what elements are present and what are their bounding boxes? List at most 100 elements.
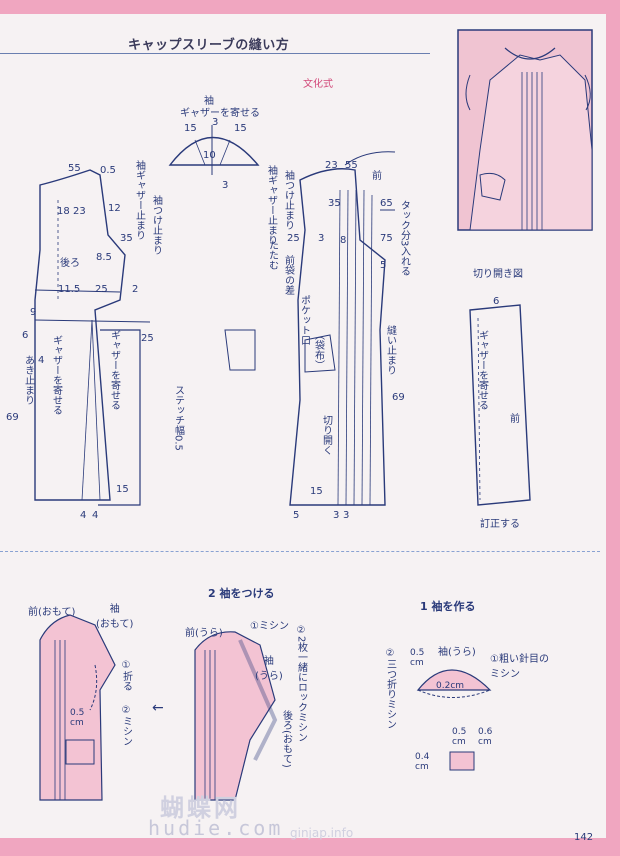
machine-1-label: ①ミシン bbox=[250, 621, 289, 632]
dim-35: 35 bbox=[328, 198, 341, 209]
dim-25: 25 bbox=[95, 284, 108, 295]
dim-04cm: 0.4 cm bbox=[415, 752, 430, 772]
sleeve-stop-left: 袖つけ止まり bbox=[150, 195, 162, 255]
dim-3: 3 bbox=[212, 117, 219, 128]
step1-title: 1 袖を作る bbox=[420, 600, 476, 613]
title-rule bbox=[0, 53, 430, 54]
bottom-pink-border bbox=[0, 838, 620, 856]
cut-open-label: 切り開く bbox=[320, 415, 332, 455]
dim-3: 3 bbox=[343, 510, 350, 521]
right-pink-border bbox=[606, 0, 620, 856]
dim-05cm-mid: 0.5 cm bbox=[410, 648, 425, 668]
front-outer-label: 前(おもて) bbox=[28, 607, 76, 618]
page-title: キャップスリーブの縫い方 bbox=[128, 38, 290, 53]
dress-illustration-body bbox=[469, 54, 593, 231]
dim-18: 18 bbox=[57, 206, 70, 217]
opening-stop: あき止まり bbox=[22, 355, 34, 405]
dim-4: 4 bbox=[38, 355, 45, 366]
stitch-width: ステッチ幅0.5 bbox=[172, 385, 184, 451]
sleeve-outer-label: 袖 (おもて) bbox=[96, 604, 134, 630]
back-bodice-pattern bbox=[34, 169, 126, 501]
tuck-label: タック分3入れる bbox=[398, 200, 410, 277]
dress-tucks bbox=[521, 72, 543, 230]
watermark-jp: ginjap.info bbox=[290, 826, 354, 840]
dim-3: 3 bbox=[318, 233, 325, 244]
dim-35: 35 bbox=[120, 233, 133, 244]
dim-3: 3 bbox=[222, 180, 229, 191]
dress-neckline bbox=[504, 47, 556, 60]
gather-slash-label: ギャザーを寄せる bbox=[476, 330, 488, 410]
section-divider bbox=[0, 551, 600, 552]
dim-8: 8 bbox=[340, 235, 347, 246]
dim-23: 23 bbox=[73, 206, 86, 217]
seam-stop-label: 縫い止まり bbox=[384, 325, 396, 375]
front-tuck-lines bbox=[337, 189, 373, 506]
slash-diagram-label: 切り開き図 bbox=[473, 269, 523, 280]
gather-left2: ギャザーを寄せる bbox=[108, 330, 120, 410]
step2-title: 2 袖をつける bbox=[208, 587, 275, 600]
dress-pocket bbox=[479, 172, 506, 201]
dim-115: 11.5 bbox=[58, 284, 81, 295]
dim-55: 55 bbox=[345, 160, 358, 171]
dim-12: 12 bbox=[108, 203, 121, 214]
dim-75: 75 bbox=[380, 233, 393, 244]
front-bodice-pattern bbox=[289, 168, 386, 506]
step-sleeve bbox=[416, 669, 492, 691]
dim-5: 5 bbox=[293, 510, 300, 521]
dim-05cm-right: 0.5 cm bbox=[452, 727, 467, 747]
dim-65: 65 bbox=[380, 198, 393, 209]
triple-fold-label: ②三つ折りミシン bbox=[384, 648, 396, 729]
dim-05: 0.5 bbox=[100, 165, 116, 176]
dim-4: 4 bbox=[80, 510, 87, 521]
sleeve-gather-stop-right: 袖ギャザー止まり bbox=[265, 165, 277, 245]
step-left-garment bbox=[39, 614, 116, 801]
sleeve-gather-stop-left: 袖ギャザー止まり bbox=[133, 160, 145, 240]
front-dart-label: 前袋の差 bbox=[282, 255, 294, 295]
coarse-stitch-label: ①粗い針目の ミシン bbox=[490, 654, 549, 680]
machine-step-label: ②ミシン bbox=[120, 705, 132, 746]
dim-25: 25 bbox=[141, 333, 154, 344]
back-label: 後ろ bbox=[60, 258, 80, 269]
back-outer-label: 後ろ(おもて) bbox=[280, 710, 292, 768]
watermark-cn: 蝴蝶网 bbox=[160, 794, 241, 822]
dim-6: 6 bbox=[493, 296, 500, 307]
fold-label: たたむ bbox=[266, 240, 278, 270]
dim-15: 15 bbox=[310, 486, 323, 497]
dim-3: 3 bbox=[333, 510, 340, 521]
dim-6: 6 bbox=[22, 330, 29, 341]
top-pink-border bbox=[0, 0, 620, 14]
dim-15: 15 bbox=[116, 484, 129, 495]
sleeve-stop-right: 袖つけ止まり bbox=[282, 170, 294, 230]
dress-left-sleeve bbox=[465, 74, 471, 111]
dim-02cm: 0.2cm bbox=[436, 681, 465, 691]
dim-4: 4 bbox=[92, 510, 99, 521]
gather-left: ギャザーを寄せる bbox=[50, 335, 62, 415]
dim-25: 25 bbox=[287, 233, 300, 244]
dim-15: 15 bbox=[184, 123, 197, 134]
front-slash-label: 前 bbox=[510, 414, 520, 425]
sleeve-gather-label: ギャザーを寄せる bbox=[180, 108, 260, 119]
sleeve-inner-label: 袖 (うら) bbox=[255, 656, 283, 682]
pocket-label: ポケット口 bbox=[298, 295, 310, 345]
sleeve-inner-right-label: 袖(うら) bbox=[438, 647, 476, 658]
dim-23: 23 bbox=[325, 160, 338, 171]
dim-55: 55 bbox=[68, 163, 81, 174]
dim-9: 9 bbox=[30, 307, 37, 318]
sleeve-label: 袖 bbox=[204, 96, 214, 107]
dim-69: 69 bbox=[6, 412, 19, 423]
style-label: 文化式 bbox=[303, 79, 333, 90]
dim-15: 15 bbox=[234, 123, 247, 134]
dim-06cm: 0.6 cm bbox=[478, 727, 493, 747]
fold-step-label: ①折る bbox=[120, 660, 132, 691]
dim-5: 5 bbox=[380, 260, 387, 271]
overlock-label: ②2枚一緒にロックミシン bbox=[295, 625, 307, 743]
front-inner-label: 前(うら) bbox=[185, 628, 223, 639]
dim-69: 69 bbox=[392, 392, 405, 403]
dress-right-sleeve bbox=[584, 74, 591, 111]
page-number: 142 bbox=[574, 832, 594, 843]
dim-85: 8.5 bbox=[96, 252, 112, 263]
sleeve-pattern bbox=[168, 136, 260, 166]
dim-05cm-left: 0.5 cm bbox=[70, 708, 85, 728]
